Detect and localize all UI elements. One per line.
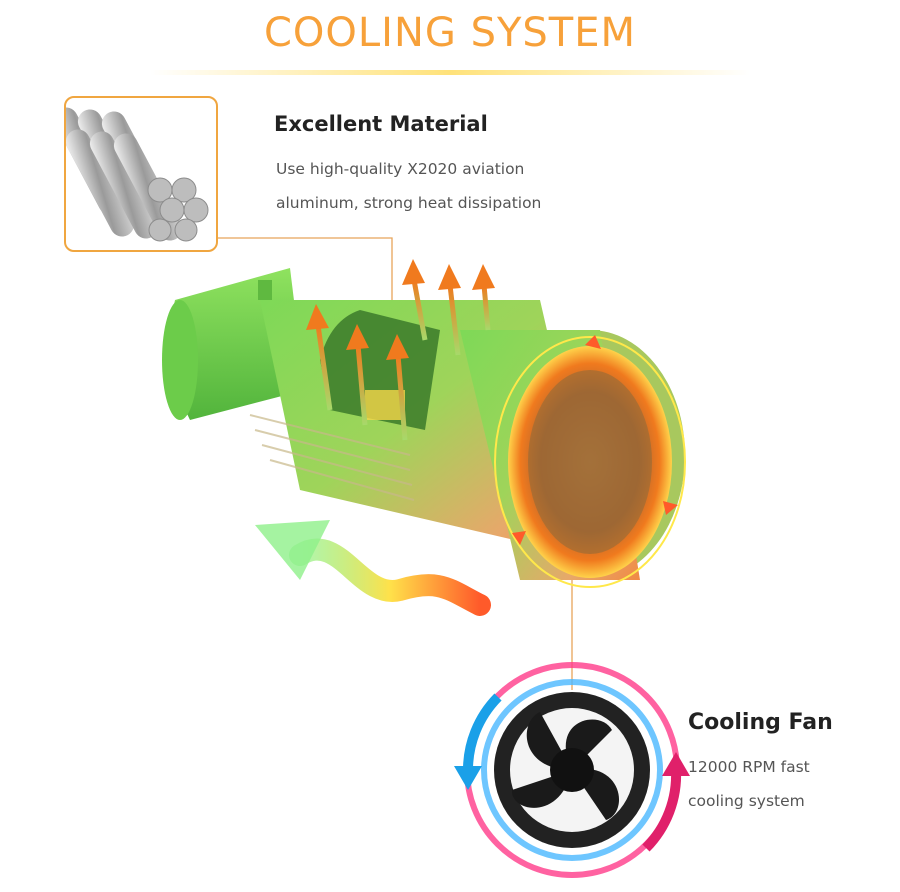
material-description: Use high-quality X2020 aviation aluminum… bbox=[276, 152, 616, 220]
title-underline bbox=[150, 70, 750, 75]
led-bulb bbox=[162, 268, 686, 588]
fan-heading: Cooling Fan bbox=[688, 710, 833, 735]
aluminum-rods-icon bbox=[66, 107, 209, 242]
page-title: COOLING SYSTEM bbox=[263, 10, 637, 56]
heat-arrow-icon bbox=[306, 259, 495, 441]
fan-description: 12000 RPM fast cooling system bbox=[688, 750, 888, 818]
cooling-fan-icon bbox=[454, 662, 690, 878]
fan-desc-line2: cooling system bbox=[688, 792, 805, 810]
material-heading: Excellent Material bbox=[274, 112, 488, 136]
material-desc-line2: aluminum, strong heat dissipation bbox=[276, 194, 542, 212]
fan-desc-line1: 12000 RPM fast bbox=[688, 758, 810, 776]
material-thumbnail bbox=[64, 96, 218, 252]
material-desc-line1: Use high-quality X2020 aviation bbox=[276, 160, 525, 178]
airflow-arrow-icon bbox=[255, 520, 491, 616]
